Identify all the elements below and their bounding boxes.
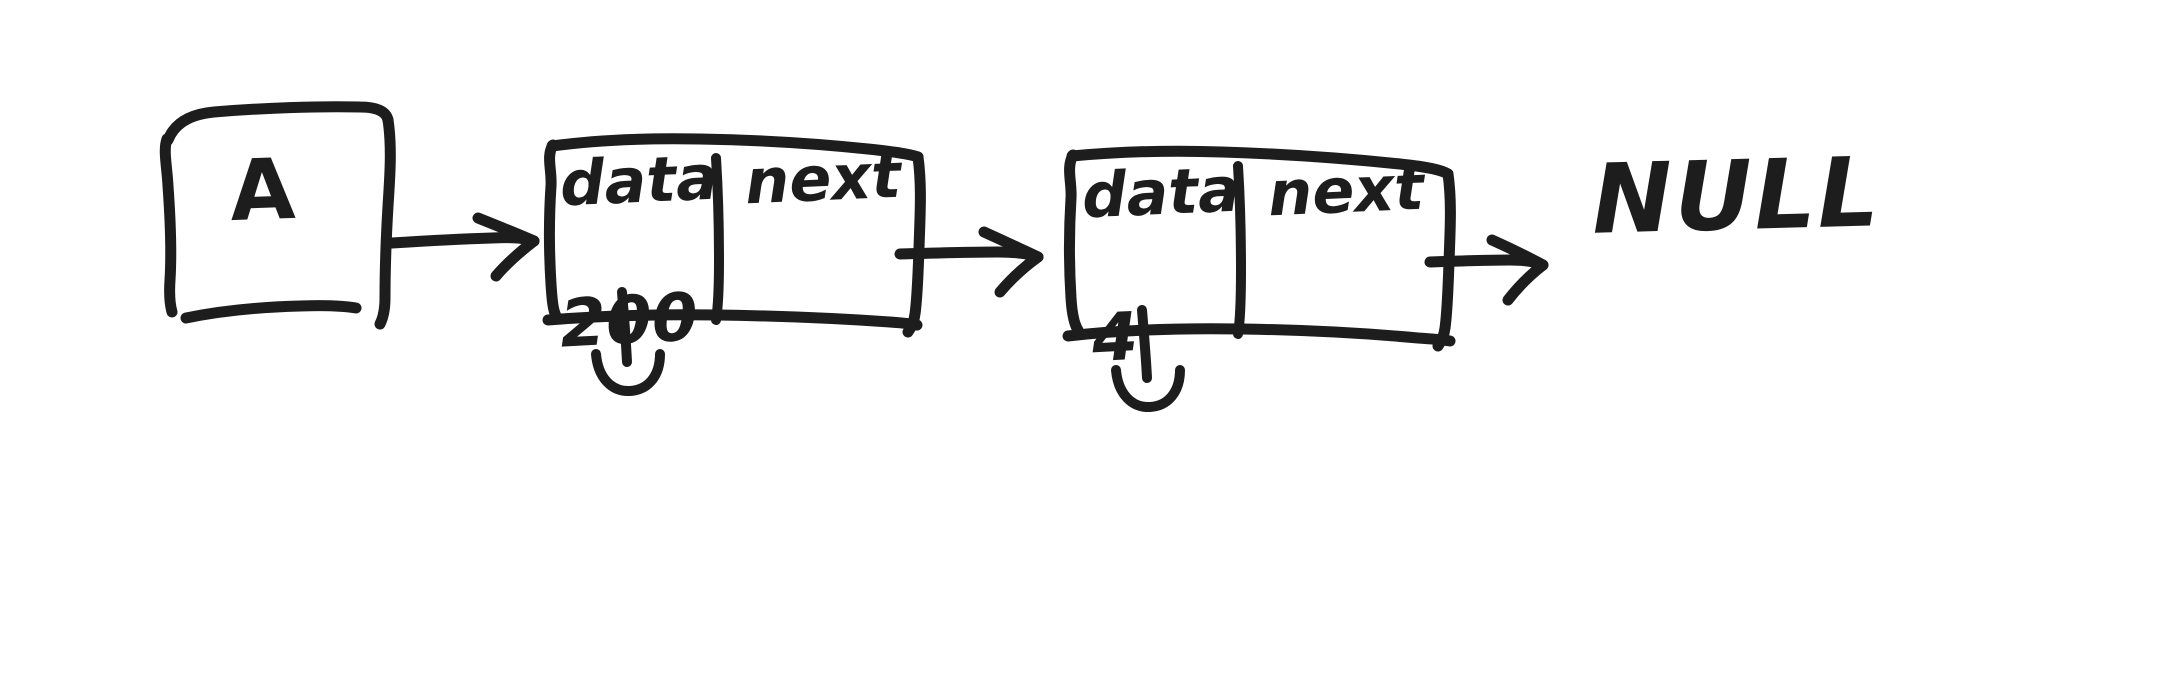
node-2-cell-divider (1233, 161, 1246, 339)
node-1-next-cell-label: next (743, 138, 903, 219)
arrow-3-head (1486, 234, 1549, 306)
node-1-box[interactable] (542, 133, 926, 338)
node-1-value-hook (591, 287, 665, 396)
node-2-value-label: 4 (1089, 297, 1140, 378)
head-box-label: A (228, 139, 298, 241)
node-2-hook-stem (1137, 305, 1152, 383)
head-box[interactable] (159, 101, 396, 330)
null-terminator-label: NULL (1590, 136, 1883, 256)
arrow-node2-to-null (1424, 234, 1549, 306)
node-1-right-edge (902, 151, 926, 338)
head-box-bottom-edge (180, 300, 362, 324)
node-1-data-cell-label: data (558, 140, 720, 221)
node-1-value-label: 200 (558, 278, 700, 363)
node-1-hook-stem (617, 287, 632, 367)
arrow-1-shaft (386, 232, 540, 249)
node-1-bottom-edge (542, 309, 923, 331)
node-2-next-cell-label: next (1266, 150, 1426, 231)
node-2-top-edge (1066, 145, 1454, 180)
arrow-node1-to-node2 (894, 226, 1044, 298)
arrow-1-head (472, 212, 540, 282)
head-box-top-edge (162, 101, 394, 146)
node-2-left-edge (1064, 149, 1084, 336)
node-1-cell-divider (711, 153, 724, 325)
node-2-data-cell-label: data (1080, 152, 1242, 233)
head-box-left-edge (159, 133, 178, 318)
node-1-top-edge (546, 133, 924, 163)
node-1-left-edge (544, 139, 562, 322)
arrow-2-head (978, 226, 1044, 298)
node-2-hook-curve (1111, 365, 1185, 412)
node-1-hook-curve (591, 349, 665, 396)
head-box-right-edge (374, 114, 396, 330)
node-2-value-hook (1111, 305, 1185, 412)
arrow-head-to-node1 (386, 212, 540, 282)
